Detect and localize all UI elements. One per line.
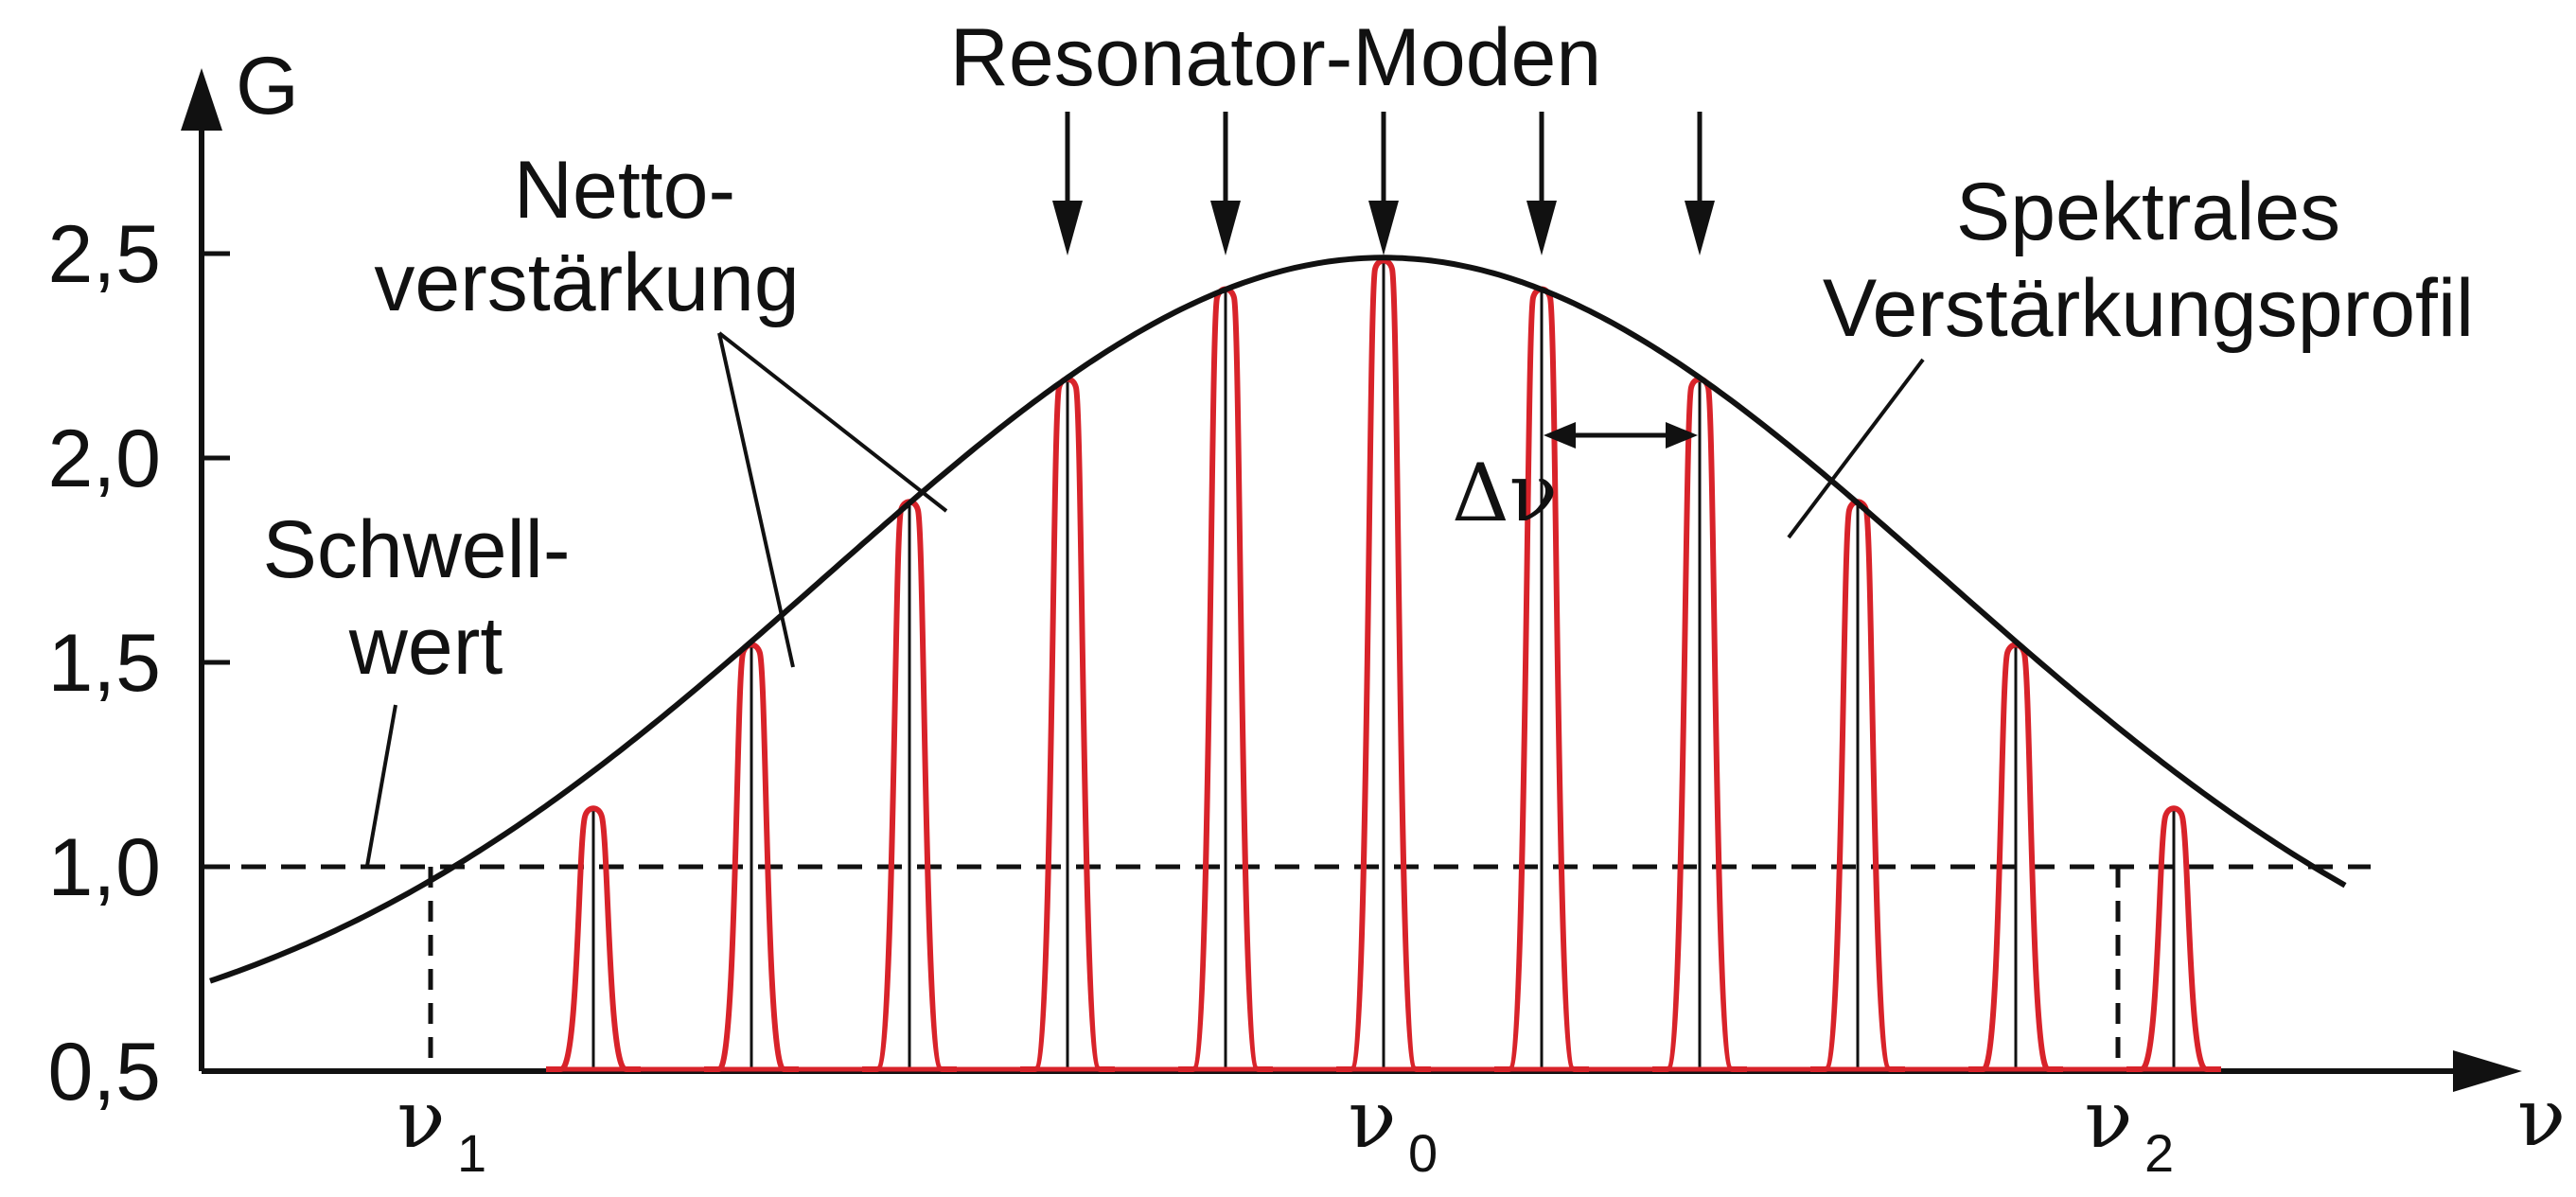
- net-gain-pointer-1: [717, 331, 948, 513]
- resonator-arrow-head: [1368, 201, 1399, 255]
- gain-profile-group: [209, 255, 2347, 984]
- threshold-pointer: [365, 704, 397, 867]
- resonator-arrow-head: [1526, 201, 1557, 255]
- nu0-label-subscript: 0: [1408, 1123, 1438, 1183]
- resonator-modes-label: Resonator-Moden: [950, 12, 1601, 103]
- nu0-label: ν: [1348, 1073, 1396, 1166]
- delta-nu-label: Δν: [1452, 447, 1558, 539]
- y-tick-label: 2,5: [47, 209, 161, 300]
- net-gain-pointer-2: [717, 332, 795, 668]
- x-axis-label: ν: [2517, 1071, 2566, 1164]
- nu1-label: ν: [397, 1073, 445, 1166]
- x-axis-arrowhead: [2453, 1050, 2522, 1092]
- threshold-label-line1: Schwell-: [263, 504, 571, 595]
- net-gain-label-line2: verstärkung: [374, 238, 799, 328]
- y-tick-label: 1,5: [47, 618, 161, 709]
- mode-peak: [546, 805, 641, 1072]
- y-tick-label: 0,5: [47, 1027, 161, 1118]
- delta-nu-arrow-left: [1544, 422, 1576, 449]
- gain-profile-curve: [209, 255, 2347, 984]
- nu1-label-subscript: 1: [457, 1123, 486, 1183]
- threshold-label-line2: wert: [348, 601, 503, 692]
- y-axis-arrowhead: [181, 68, 222, 131]
- y-tick-label: 2,0: [47, 414, 161, 504]
- nu2-label: ν: [2084, 1073, 2132, 1166]
- y-axis-label: G: [236, 41, 299, 132]
- profile-label-line2: Verstärkungsprofil: [1823, 263, 2474, 354]
- mode-peak: [2126, 805, 2221, 1072]
- mode-peak: [1336, 257, 1431, 1072]
- profile-pointer: [1787, 358, 1925, 539]
- modes-group: [546, 257, 2221, 1072]
- y-tick-label: 1,0: [47, 822, 161, 913]
- profile-label-line1: Spektrales: [1956, 167, 2340, 257]
- resonator-arrow-head: [1685, 201, 1715, 255]
- net-gain-label-line1: Netto-: [514, 145, 735, 236]
- delta-nu-arrow-right: [1666, 422, 1698, 449]
- resonator-arrow-head: [1210, 201, 1241, 255]
- resonator-arrow-head: [1052, 201, 1083, 255]
- nu2-label-subscript: 2: [2144, 1123, 2174, 1183]
